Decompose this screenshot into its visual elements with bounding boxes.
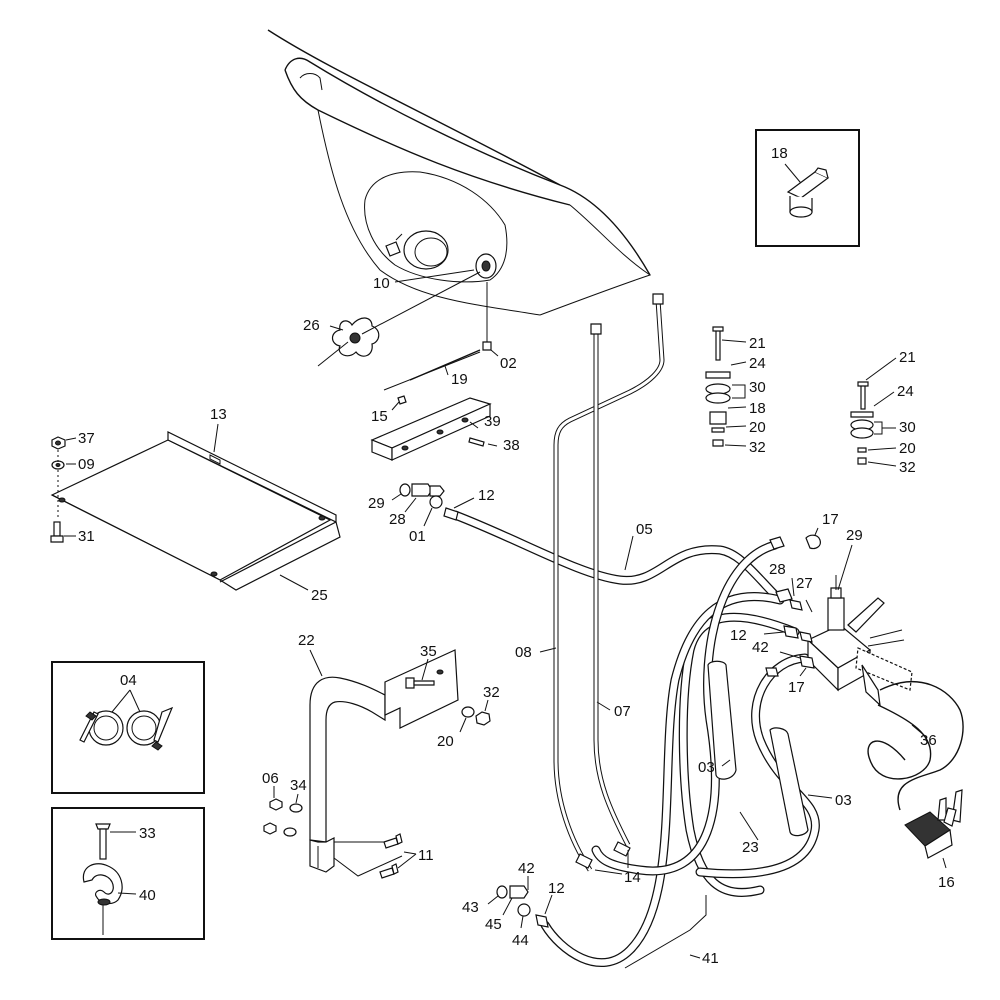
clamp-stack-a — [705, 326, 731, 447]
clamp-rings-04-icon — [79, 706, 174, 751]
callout-19: 19 — [451, 371, 468, 388]
callout-43: 43 — [462, 899, 479, 916]
pipe-07 — [593, 330, 631, 847]
callout-41: 41 — [702, 950, 719, 967]
callout-17a: 17 — [822, 511, 839, 528]
callout-45: 45 — [485, 916, 502, 933]
fitting-28a-icon — [411, 483, 433, 497]
callout-04: 04 — [120, 672, 137, 689]
callout-32b: 32 — [899, 459, 916, 476]
callout-15: 15 — [371, 408, 388, 425]
callout-28a: 28 — [389, 511, 406, 528]
bracket-18-icon — [786, 167, 830, 218]
hose-05 — [450, 510, 783, 603]
callout-18b: 18 — [749, 400, 766, 417]
callout-39: 39 — [484, 413, 501, 430]
callout-34: 34 — [290, 777, 307, 794]
callout-37: 37 — [78, 430, 95, 447]
callout-30a: 30 — [749, 379, 766, 396]
nut-01-icon — [429, 495, 443, 509]
callout-29b: 29 — [846, 527, 863, 544]
tank-body — [267, 29, 652, 316]
callout-12b: 12 — [730, 627, 747, 644]
callout-27: 27 — [796, 575, 813, 592]
callout-23: 23 — [742, 839, 759, 856]
callout-17b: 17 — [788, 679, 805, 696]
support-frame-22-icon — [309, 649, 459, 877]
callout-09: 09 — [78, 456, 95, 473]
tray-13-icon — [50, 431, 341, 591]
callout-06: 06 — [262, 770, 279, 787]
callout-20c: 20 — [437, 733, 454, 750]
callout-21b: 21 — [899, 349, 916, 366]
bolt-35-icon — [405, 677, 435, 689]
callout-20a: 20 — [749, 419, 766, 436]
callout-28b: 28 — [769, 561, 786, 578]
callout-30b: 30 — [899, 419, 916, 436]
callout-14: 14 — [624, 869, 641, 886]
callout-13: 13 — [210, 406, 227, 423]
callout-03b: 03 — [835, 792, 852, 809]
callout-24b: 24 — [897, 383, 914, 400]
sleeve-03-b-icon — [769, 727, 809, 837]
callout-33: 33 — [139, 825, 156, 842]
callout-44: 44 — [512, 932, 529, 949]
detail-box-33-40 — [51, 807, 205, 940]
callout-11: 11 — [418, 847, 434, 864]
control-16-icon — [904, 789, 963, 859]
callout-05: 05 — [636, 521, 653, 538]
pipe-08 — [553, 299, 665, 872]
callout-36: 36 — [920, 732, 937, 749]
callout-25: 25 — [311, 587, 328, 604]
clip-40-icon — [82, 863, 123, 906]
callout-10: 10 — [373, 275, 390, 292]
callout-02: 02 — [500, 355, 517, 372]
washer-20c-icon — [461, 706, 475, 718]
callout-29a: 29 — [368, 495, 385, 512]
callout-03a: 03 — [698, 759, 715, 776]
callout-08: 08 — [515, 644, 532, 661]
callout-20b: 20 — [899, 440, 916, 457]
callout-31: 31 — [78, 528, 95, 545]
callout-40: 40 — [139, 887, 156, 904]
callout-01: 01 — [409, 528, 426, 545]
bolt-31-icon — [50, 521, 64, 543]
callout-18-box: 18 — [771, 145, 788, 162]
callout-24a: 24 — [749, 355, 766, 372]
callout-32c: 32 — [483, 684, 500, 701]
callout-32a: 32 — [749, 439, 766, 456]
nut-32c-icon — [475, 711, 491, 726]
callout-21a: 21 — [749, 335, 766, 352]
valve-block-icon — [806, 575, 913, 707]
cable-36 — [867, 681, 964, 811]
callout-42b: 42 — [518, 860, 535, 877]
fitting-45-icon — [509, 885, 529, 899]
wing-nut-26-icon — [331, 317, 380, 357]
washer-29a-icon — [399, 483, 411, 497]
callout-35: 35 — [420, 643, 437, 660]
callout-16: 16 — [938, 874, 955, 891]
hose-03-a — [678, 612, 800, 897]
nut-44-icon — [517, 903, 531, 917]
washer-43-icon — [496, 885, 508, 899]
screw-33-icon — [95, 823, 111, 860]
clamp-stack-b — [850, 381, 874, 465]
hose-41 — [540, 592, 785, 967]
nut-37-icon — [51, 436, 66, 450]
callout-38: 38 — [503, 437, 520, 454]
sleeve-03-a-icon — [707, 660, 737, 780]
callout-12a: 12 — [478, 487, 495, 504]
hose-23 — [591, 540, 780, 876]
callout-26: 26 — [303, 317, 320, 334]
callout-22: 22 — [298, 632, 315, 649]
callout-07: 07 — [614, 703, 631, 720]
callout-12c: 12 — [548, 880, 565, 897]
callout-42a: 42 — [752, 639, 769, 656]
bracket-39-icon — [370, 397, 492, 461]
